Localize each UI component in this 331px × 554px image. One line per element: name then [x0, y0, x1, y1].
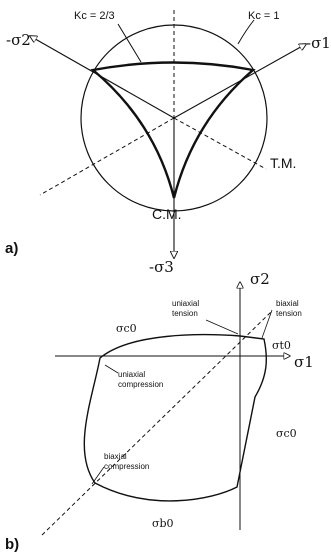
panel-b: σ2 σ1 σc0 σc0 σt0 σb0 uniaxial tension b… [5, 270, 314, 553]
axis-label-sigma2: -σ2 [6, 31, 31, 49]
biaxial-compression-pointer [91, 466, 105, 485]
axis-line-sigma2 [30, 36, 175, 119]
cm-label: C.M. [152, 206, 182, 222]
panel-a-label: a) [5, 240, 18, 257]
dashed-line-lower-right [173, 117, 267, 170]
dashed-line-lower-left [39, 117, 175, 196]
kc1-label: Kc = 1 [248, 10, 280, 22]
sigma-b0-label: σb0 [152, 517, 174, 530]
tm-label: T.M. [270, 155, 296, 171]
sigma-t0-label: σt0 [272, 339, 291, 352]
kc23-pointer [117, 23, 142, 63]
biaxial-dashed-diagonal [41, 310, 273, 536]
axis-label-sigma1: -σ1 [306, 34, 331, 52]
biaxial-compression-label-1: biaxial [104, 452, 127, 461]
biaxial-compression-label-2: compression [104, 462, 149, 471]
sigma-c0-top-label: σc0 [116, 322, 137, 335]
axis-label-sigma1-b: σ1 [294, 353, 314, 371]
biaxial-tension-label-1: biaxial [276, 299, 299, 308]
kc1-pointer [237, 19, 255, 45]
biaxial-tension-label-2: tension [276, 309, 302, 318]
panel-b-label: b) [5, 536, 19, 553]
failure-surface [83, 333, 268, 502]
axis-label-sigma2-b: σ2 [250, 270, 270, 288]
axis-label-sigma3: -σ3 [149, 258, 174, 276]
kc23-label: Kc = 2/3 [74, 10, 115, 22]
biaxial-tension-pointer [261, 309, 273, 339]
uniaxial-compression-pointer [104, 364, 119, 374]
uniaxial-tension-pointer [205, 319, 239, 335]
panel-a: Kc = 2/3 Kc = 1 -σ2 -σ1 -σ3 T.M. C.M. a) [5, 10, 331, 276]
axis-line-sigma1 [173, 44, 306, 119]
curved-triangle-kc23 [90, 61, 256, 199]
uniaxial-tension-label-1: uniaxial [172, 299, 199, 308]
uniaxial-tension-label-2: tension [172, 309, 198, 318]
uniaxial-compression-label-1: uniaxial [118, 370, 145, 379]
uniaxial-compression-label-2: compression [118, 380, 163, 389]
sigma-c0-right-label: σc0 [276, 427, 297, 440]
